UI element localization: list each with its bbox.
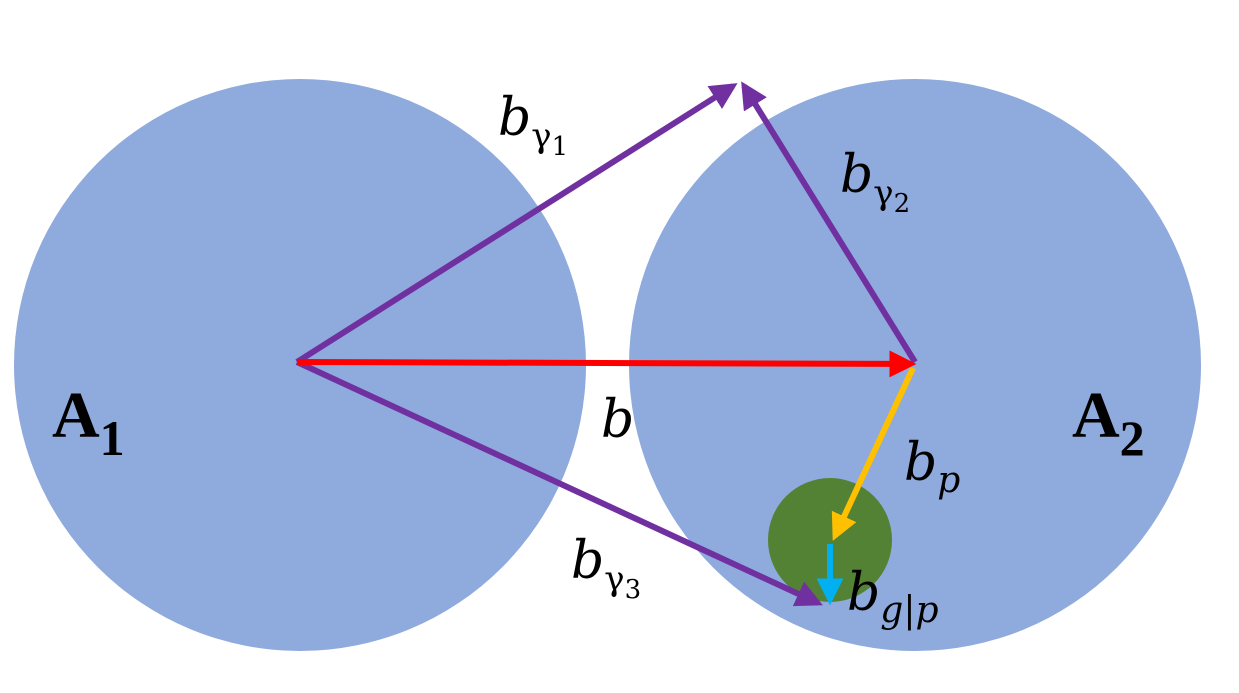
vector-b-gamma3-arrow	[295, 359, 823, 607]
vector-b-gamma2-arrow	[741, 81, 918, 364]
nucleus-a1-label: A1	[52, 379, 125, 466]
vector-b-label: b	[601, 390, 634, 450]
vector-bp-arrow	[831, 366, 916, 541]
nucleus-a2-label: A2	[1072, 379, 1145, 466]
vector-bgp-label: bg|p	[847, 563, 939, 631]
vector-bp-label: bp	[904, 433, 960, 501]
vector-b-gamma2-label: bγ2	[840, 145, 910, 219]
vector-b-gamma1-label: bγ1	[498, 88, 568, 162]
vector-b-gamma3-label: bγ3	[571, 531, 641, 605]
vector-b-gamma1-arrow	[295, 83, 738, 365]
vector-b-arrow	[296, 350, 917, 378]
subcluster-disk	[768, 478, 892, 602]
